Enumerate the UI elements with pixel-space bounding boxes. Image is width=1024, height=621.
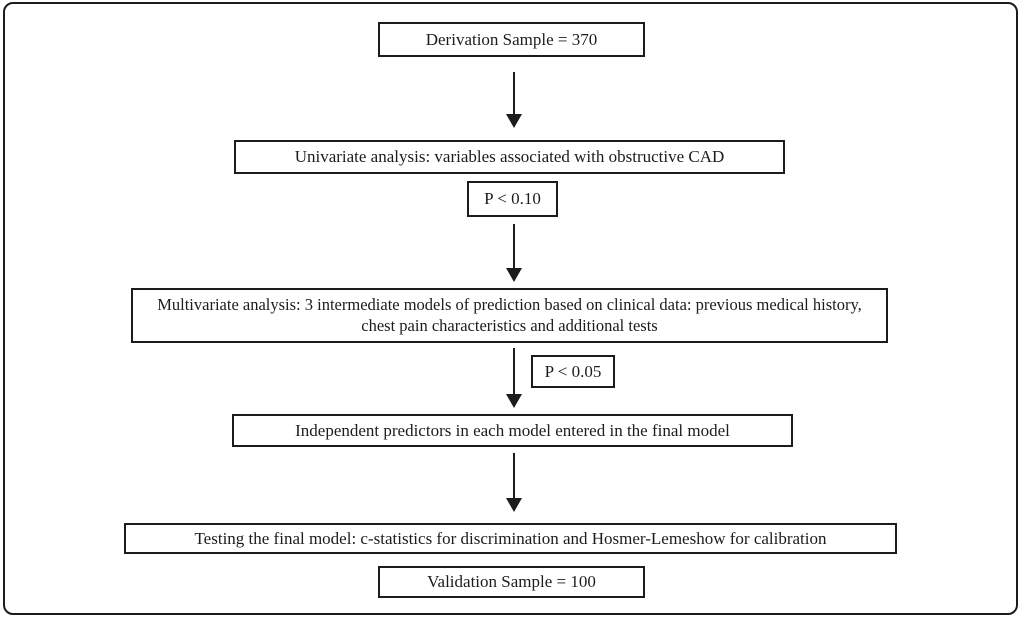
node-p-threshold-multivariate: P < 0.05 xyxy=(531,355,615,388)
node-independent-predictors-label: Independent predictors in each model ent… xyxy=(295,420,730,440)
node-testing-final-model-label: Testing the final model: c-statistics fo… xyxy=(194,528,827,548)
node-multivariate-analysis: Multivariate analysis: 3 intermediate mo… xyxy=(131,288,888,343)
node-validation-sample-label: Validation Sample = 100 xyxy=(427,572,596,592)
node-testing-final-model: Testing the final model: c-statistics fo… xyxy=(124,523,897,554)
node-p-threshold-univariate-label: P < 0.10 xyxy=(484,189,541,209)
node-independent-predictors: Independent predictors in each model ent… xyxy=(232,414,793,447)
node-univariate-analysis-label: Univariate analysis: variables associate… xyxy=(294,147,725,167)
node-multivariate-analysis-label: Multivariate analysis: 3 intermediate mo… xyxy=(157,294,862,335)
down-arrow-head xyxy=(506,268,522,282)
down-arrow-shaft xyxy=(513,224,515,268)
node-univariate-analysis: Univariate analysis: variables associate… xyxy=(234,140,785,174)
down-arrow-shaft xyxy=(513,453,515,498)
down-arrow-3 xyxy=(506,348,522,408)
node-derivation-sample: Derivation Sample = 370 xyxy=(378,22,645,57)
down-arrow-2 xyxy=(506,224,522,282)
down-arrow-shaft xyxy=(513,72,515,114)
diagram-frame xyxy=(3,2,1018,615)
down-arrow-head xyxy=(506,498,522,512)
down-arrow-1 xyxy=(506,72,522,128)
down-arrow-head xyxy=(506,114,522,128)
down-arrow-shaft xyxy=(513,348,515,394)
down-arrow-4 xyxy=(506,453,522,512)
node-p-threshold-multivariate-label: P < 0.05 xyxy=(544,361,602,381)
down-arrow-head xyxy=(506,394,522,408)
node-p-threshold-univariate: P < 0.10 xyxy=(467,181,558,217)
node-validation-sample: Validation Sample = 100 xyxy=(378,566,645,598)
node-derivation-sample-label: Derivation Sample = 370 xyxy=(425,29,598,49)
